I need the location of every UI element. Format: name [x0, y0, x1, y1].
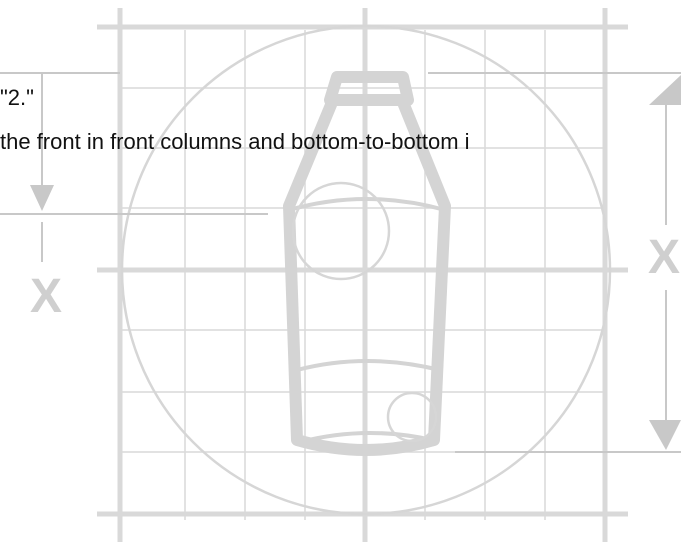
bottle-icon: [283, 71, 451, 456]
left-dimension: [0, 72, 268, 262]
right-dimension: [428, 72, 681, 453]
right-dimension-label: X: [648, 231, 680, 284]
left-dimension-label: X: [30, 270, 62, 323]
caption-line-1: "2.": [0, 85, 34, 110]
guide-circle: [120, 24, 612, 516]
caption-line-2: the front in front columns and bottom-to…: [0, 129, 470, 154]
